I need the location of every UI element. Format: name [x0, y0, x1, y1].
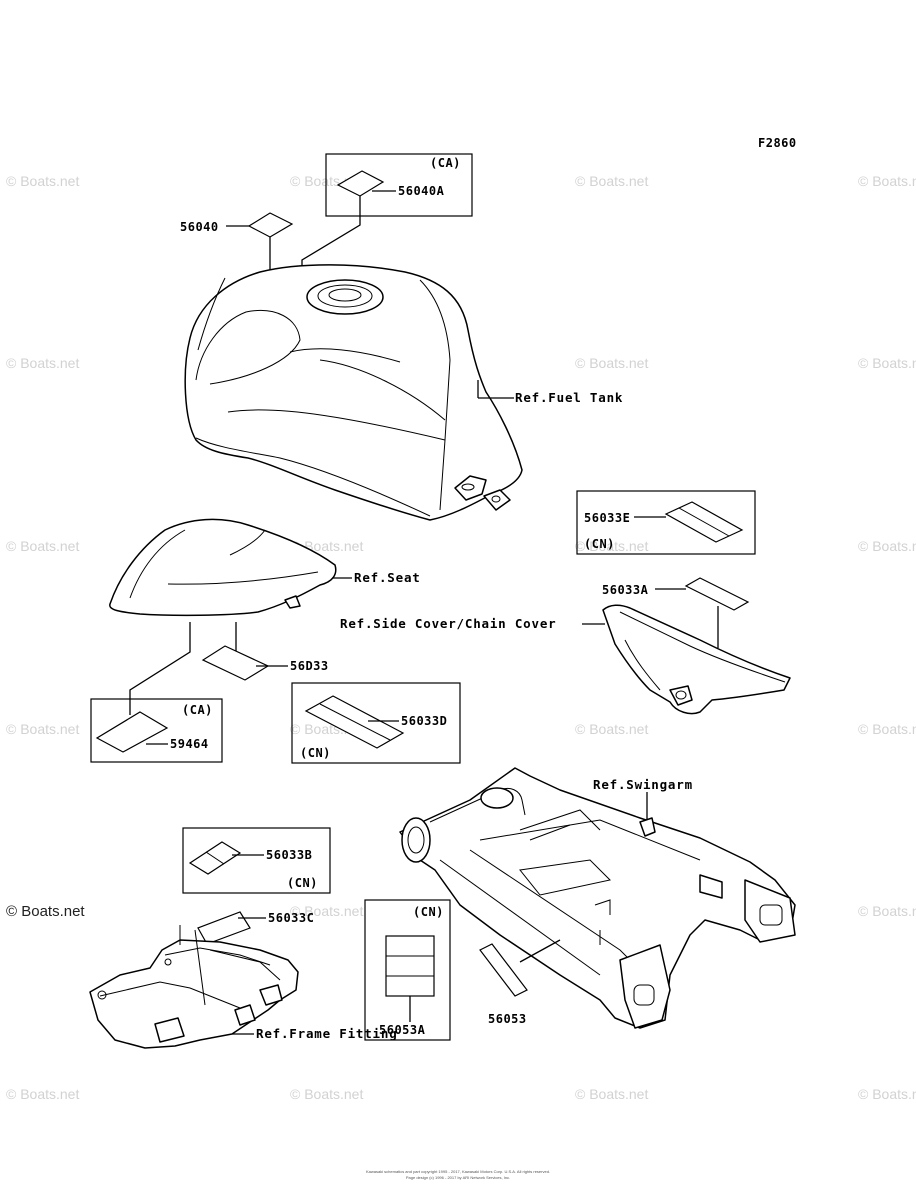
- ref-seat: Ref.Seat: [354, 570, 421, 585]
- footer-copyright: Kawasaki schematics and part copyright 1…: [366, 1169, 550, 1174]
- watermark: © Boats.net: [858, 355, 916, 371]
- watermark: © Boats.net: [858, 903, 916, 919]
- fuel-tank-group: (CA) 56040A 56040 Ref.Fuel Tank: [180, 153, 623, 521]
- watermark: © Boats.net: [6, 355, 79, 371]
- part-number-56033C: 56033C: [268, 911, 314, 925]
- part-number-56033: 56D33: [290, 659, 329, 673]
- ca-box-59464: [90, 698, 223, 763]
- cn-box-56033B-group: 56033B (CN): [182, 827, 331, 894]
- ref-side-cover: Ref.Side Cover/Chain Cover: [340, 616, 556, 631]
- part-number-56033A: 56033A: [602, 583, 649, 597]
- decal-56033A: [684, 577, 750, 611]
- ref-frame-fitting: Ref.Frame Fitting: [256, 1026, 398, 1041]
- seat-group: Ref.Seat 56D33 (CA) 59464: [90, 518, 421, 763]
- watermark: © Boats.net: [6, 1086, 79, 1102]
- watermark: © Boats.net: [858, 173, 916, 189]
- swingarm-group: Ref.Swingarm 56053: [399, 767, 796, 1029]
- cn-box-56033D-group: 56033D (CN): [291, 682, 461, 764]
- watermark: © Boats.net: [6, 721, 79, 737]
- ca-box-56040A: [325, 153, 473, 217]
- region-tag-cn: (CN): [413, 905, 444, 919]
- part-number-56053: 56053: [488, 1012, 527, 1026]
- watermark-layer: © Boats.net © Boats.net © Boats.net © Bo…: [6, 173, 916, 1102]
- figure-code: F2860: [758, 136, 797, 150]
- region-tag-cn: (CN): [300, 746, 331, 760]
- decal-56033C: [197, 911, 251, 945]
- region-tag-cn: (CN): [287, 876, 318, 890]
- region-tag-cn: (CN): [584, 537, 615, 551]
- chain-cover: [602, 604, 791, 715]
- part-number-56033D: 56033D: [401, 714, 447, 728]
- region-tag-ca: (CA): [182, 703, 213, 717]
- part-number-56053A: 56053A: [379, 1023, 426, 1037]
- decal-56053A: [385, 935, 435, 997]
- part-number-56033E: 56033E: [584, 511, 630, 525]
- seat: [109, 518, 337, 617]
- watermark: © Boats.net: [858, 538, 916, 554]
- chain-cover-group: 56033A Ref.Side Cover/Chain Cover: [340, 577, 791, 715]
- watermark: © Boats.net: [6, 903, 85, 920]
- frame-fitting-group: 56033C Ref.Frame Fitting: [89, 911, 398, 1049]
- decal-56053: [479, 943, 528, 997]
- decal-56040: [247, 212, 294, 238]
- cn-box-56033E-group: 56033E (CN): [576, 490, 756, 555]
- watermark: © Boats.net: [290, 903, 363, 919]
- part-number-56040A: 56040A: [398, 184, 445, 198]
- footer-design: Page design (c) 1996 - 2017 by ARI Netwo…: [406, 1175, 510, 1180]
- watermark: © Boats.net: [6, 538, 79, 554]
- part-number-59464: 59464: [170, 737, 209, 751]
- swingarm: [399, 767, 796, 1029]
- region-tag-ca: (CA): [430, 156, 461, 170]
- watermark: © Boats.net: [575, 721, 648, 737]
- watermark: © Boats.net: [858, 1086, 916, 1102]
- cn-box-56033B: [182, 827, 331, 894]
- watermark: © Boats.net: [858, 721, 916, 737]
- part-number-56033B: 56033B: [266, 848, 312, 862]
- cn-box-56053A-group: (CN) 56053A: [364, 899, 451, 1041]
- cn-box-56053A: [364, 899, 451, 1041]
- watermark: © Boats.net: [6, 173, 79, 189]
- cn-box-56033D: [291, 682, 461, 764]
- watermark: © Boats.net: [575, 355, 648, 371]
- cn-box-56033E: [576, 490, 756, 555]
- decal-56033: [201, 645, 270, 681]
- watermark: © Boats.net: [575, 1086, 648, 1102]
- watermark: © Boats.net: [575, 538, 648, 554]
- ref-swingarm: Ref.Swingarm: [593, 777, 693, 792]
- watermark: © Boats.net: [575, 173, 648, 189]
- decal-59464: [95, 711, 169, 753]
- watermark: © Boats.net: [290, 1086, 363, 1102]
- ref-fuel-tank: Ref.Fuel Tank: [515, 390, 623, 405]
- part-number-56040: 56040: [180, 220, 219, 234]
